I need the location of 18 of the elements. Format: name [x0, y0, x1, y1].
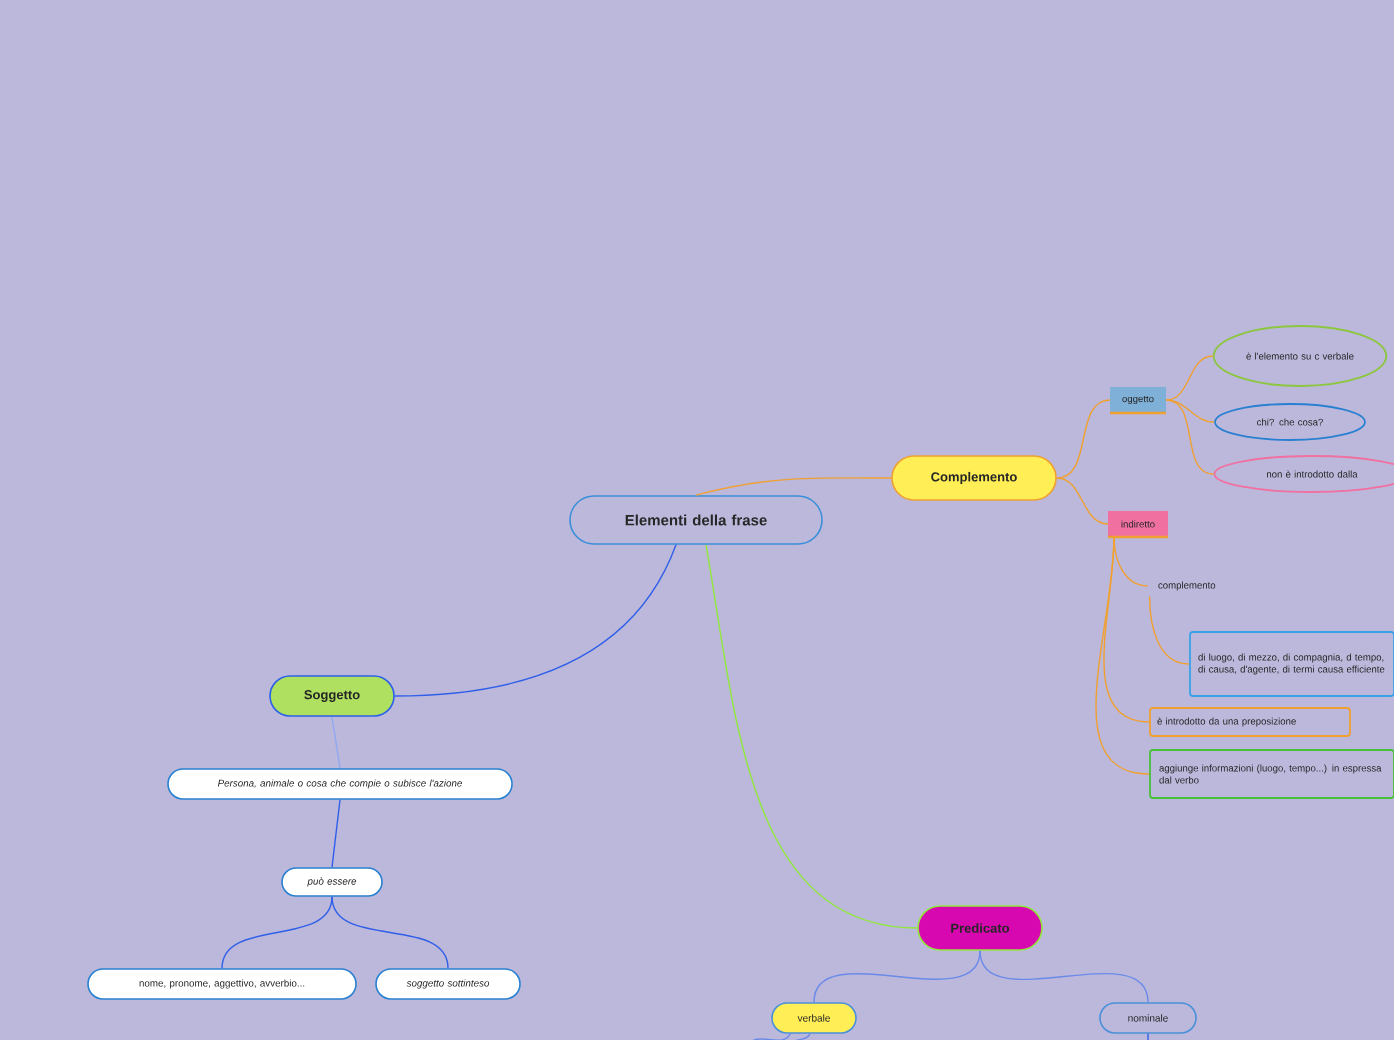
connector: [221, 896, 333, 969]
connector: [979, 950, 1149, 1003]
connector: [1095, 536, 1150, 775]
connector: [394, 544, 677, 697]
connector: [1165, 399, 1215, 423]
connector: [331, 716, 341, 769]
connector: [705, 544, 918, 929]
connector: [1056, 477, 1109, 525]
connector: [1056, 399, 1111, 479]
connector: [813, 950, 981, 1003]
connector: [1148, 595, 1190, 665]
connector: [695, 477, 892, 496]
connector: [331, 799, 341, 868]
connector: [749, 1033, 791, 1040]
connector: [1147, 1033, 1149, 1040]
connector: [1165, 399, 1215, 475]
connector: [331, 896, 449, 969]
connector: [1165, 355, 1214, 401]
